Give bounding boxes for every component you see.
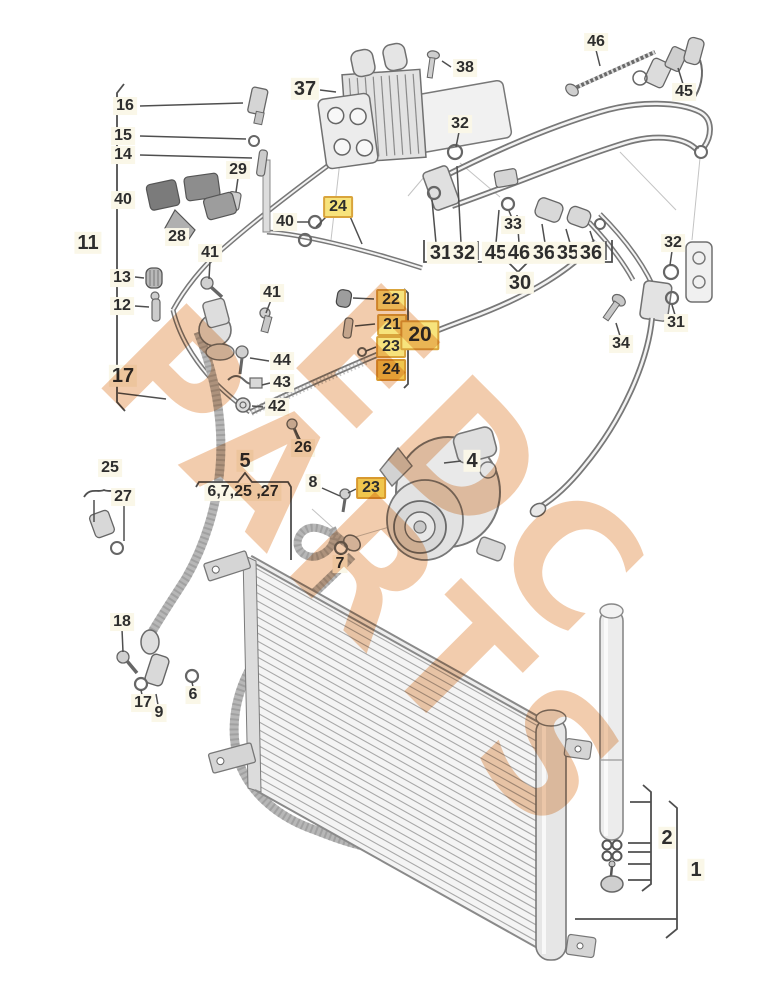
part-label-31: 31 bbox=[426, 241, 456, 265]
part-label-9: 9 bbox=[151, 704, 167, 722]
part-label-24: 24 bbox=[376, 359, 406, 381]
part-label-34: 34 bbox=[609, 335, 633, 353]
part-label-38: 38 bbox=[453, 59, 477, 77]
part-label-43: 43 bbox=[270, 374, 294, 392]
wiring-harness bbox=[565, 36, 705, 101]
part-label-4: 4 bbox=[463, 449, 481, 473]
part-label-22: 22 bbox=[376, 289, 406, 311]
part-label-25: 25 bbox=[98, 459, 122, 477]
part-label-31: 31 bbox=[664, 314, 688, 332]
part-label-17: 17 bbox=[108, 364, 138, 388]
part-label-45: 45 bbox=[672, 83, 696, 101]
part-label-21: 21 bbox=[377, 314, 407, 336]
part-label-27: 27 bbox=[111, 488, 135, 506]
part-label-40: 40 bbox=[111, 191, 135, 209]
part-label-32: 32 bbox=[661, 234, 685, 252]
part-label-18: 18 bbox=[110, 613, 134, 631]
part-label-20: 20 bbox=[400, 320, 440, 350]
right-side-parts bbox=[426, 143, 713, 322]
bracket-11 bbox=[116, 83, 126, 412]
upper-left-parts bbox=[88, 86, 367, 555]
part-label-32: 32 bbox=[448, 115, 472, 133]
part-label-30: 30 bbox=[505, 271, 535, 295]
part-label-7: 7 bbox=[332, 555, 348, 573]
condenser-fins bbox=[251, 565, 548, 948]
part-label-41: 41 bbox=[260, 284, 284, 302]
part-label-36: 36 bbox=[529, 241, 559, 265]
part-label-46: 46 bbox=[584, 33, 608, 51]
part-label-14: 14 bbox=[111, 146, 135, 164]
part-label-6-7-25-27: 6,7,25 ,27 bbox=[204, 483, 282, 501]
part-label-40: 40 bbox=[273, 213, 297, 231]
part-label-13: 13 bbox=[110, 269, 134, 287]
part-label-17: 17 bbox=[131, 694, 155, 712]
group-brackets bbox=[83, 83, 678, 939]
part-label-24: 24 bbox=[323, 196, 353, 218]
part-label-44: 44 bbox=[270, 352, 294, 370]
part-label-33: 33 bbox=[501, 216, 525, 234]
part-label-45: 45 bbox=[481, 241, 511, 265]
part-label-8: 8 bbox=[305, 474, 321, 492]
part-label-41: 41 bbox=[198, 244, 222, 262]
drier-tube-kit bbox=[599, 603, 624, 893]
bracket-5 bbox=[195, 471, 292, 560]
part-label-36: 36 bbox=[576, 241, 606, 265]
part-label-1: 1 bbox=[687, 858, 705, 882]
bottom-left-fittings bbox=[116, 540, 349, 692]
part-label-46: 46 bbox=[504, 241, 534, 265]
part-label-29: 29 bbox=[226, 161, 250, 179]
part-label-6: 6 bbox=[185, 686, 201, 704]
part-label-16: 16 bbox=[113, 97, 137, 115]
part-label-5: 5 bbox=[236, 449, 254, 473]
part-label-23: 23 bbox=[356, 477, 386, 499]
part-label-11: 11 bbox=[74, 231, 102, 255]
condenser bbox=[203, 550, 597, 961]
screw-38 bbox=[426, 50, 440, 79]
part-label-37: 37 bbox=[290, 77, 320, 101]
bracket-2 bbox=[641, 784, 652, 892]
part-label-42: 42 bbox=[265, 398, 289, 416]
part-label-35: 35 bbox=[553, 241, 583, 265]
part-label-28: 28 bbox=[165, 228, 189, 246]
bracket-1 bbox=[665, 800, 678, 939]
compressor bbox=[379, 426, 506, 562]
part-label-15: 15 bbox=[111, 127, 135, 145]
part-label-32: 32 bbox=[449, 241, 479, 265]
part-label-26: 26 bbox=[291, 439, 315, 457]
part-label-2: 2 bbox=[658, 826, 676, 850]
refrigerant-pipes bbox=[170, 100, 713, 518]
part-label-12: 12 bbox=[110, 297, 134, 315]
